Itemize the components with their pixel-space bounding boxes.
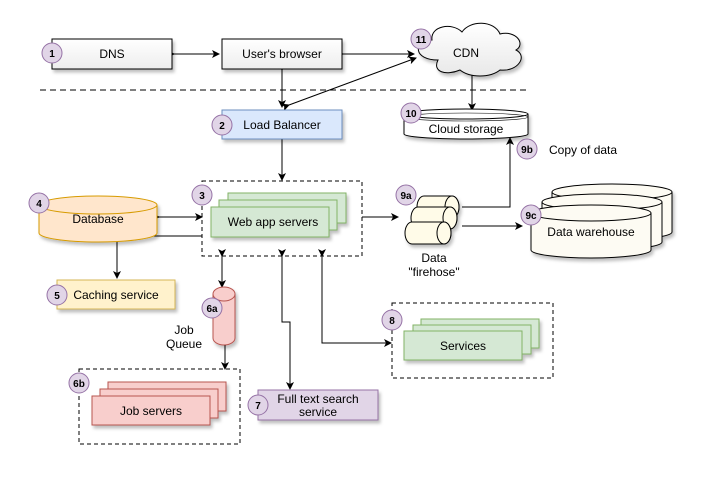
web-app-servers-stack — [210, 192, 347, 238]
edge-web-cache — [113, 235, 202, 279]
cloud-storage-label: Cloud storage — [429, 122, 504, 136]
web-app-servers-label: Web app servers — [228, 215, 319, 229]
job-queue-label-line2: Queue — [166, 337, 202, 351]
connectors — [113, 50, 523, 390]
svg-text:11: 11 — [416, 35, 427, 46]
edge-web-search — [278, 249, 294, 390]
badge-9b: 9b — [516, 138, 538, 160]
database-label: Database — [72, 212, 124, 226]
badge-6a: 6a — [201, 297, 223, 319]
firehose-node — [404, 195, 460, 245]
badge-10: 10 — [400, 102, 422, 124]
badge-4: 4 — [28, 192, 50, 214]
badge-3: 3 — [191, 184, 213, 206]
edge-firehose-storage — [462, 137, 514, 208]
firehose-label-line2: "firehose" — [408, 265, 459, 279]
badge-6b: 6b — [68, 372, 90, 394]
firehose-label-line1: Data — [421, 251, 447, 265]
badge-5: 5 — [46, 284, 68, 306]
badge-9a: 9a — [395, 184, 417, 206]
cdn-label: CDN — [453, 46, 479, 60]
services-group — [391, 302, 554, 379]
services-stack — [403, 318, 540, 361]
cloud-storage-node — [403, 108, 529, 140]
edge-lb-cdn — [281, 56, 417, 112]
job-queue-label-line1: Job — [174, 323, 194, 337]
svg-text:1: 1 — [49, 49, 55, 60]
svg-text:7: 7 — [255, 401, 261, 412]
load-balancer-label: Load Balancer — [243, 118, 320, 132]
badge-1: 1 — [41, 42, 63, 64]
dns-label: DNS — [99, 47, 124, 61]
svg-text:2: 2 — [219, 121, 225, 132]
browser-label: User's browser — [242, 47, 322, 61]
copy-of-data-label: Copy of data — [549, 143, 617, 157]
database-node — [38, 195, 158, 243]
svg-text:8: 8 — [389, 316, 395, 327]
browser-node — [221, 38, 343, 70]
badge-7: 7 — [247, 394, 269, 416]
job-servers-label: Job servers — [120, 404, 182, 418]
full-text-search-label-line2: service — [299, 405, 337, 419]
data-warehouse-label: Data warehouse — [547, 225, 635, 239]
full-text-search-label-line1: Full text search — [277, 392, 358, 406]
caching-service-node — [56, 279, 176, 310]
svg-text:9c: 9c — [525, 211, 537, 222]
caching-service-label: Caching service — [73, 288, 159, 302]
edge-web-services — [318, 249, 392, 347]
badge-8: 8 — [381, 309, 403, 331]
svg-text:6b: 6b — [73, 379, 85, 390]
svg-text:6a: 6a — [206, 304, 218, 315]
svg-text:3: 3 — [199, 191, 205, 202]
job-servers-group — [78, 368, 241, 445]
svg-text:4: 4 — [36, 199, 42, 210]
load-balancer-node — [221, 109, 343, 140]
services-label: Services — [440, 339, 486, 353]
badge-2: 2 — [211, 114, 233, 136]
badge-9c: 9c — [520, 204, 542, 226]
badge-11: 11 — [410, 28, 432, 50]
svg-text:5: 5 — [54, 291, 60, 302]
svg-text:10: 10 — [405, 109, 417, 120]
data-warehouse-node — [530, 183, 673, 259]
svg-text:9a: 9a — [400, 191, 412, 202]
cdn-cloud — [418, 22, 522, 77]
job-servers-stack — [91, 381, 227, 426]
svg-text:9b: 9b — [521, 145, 533, 156]
